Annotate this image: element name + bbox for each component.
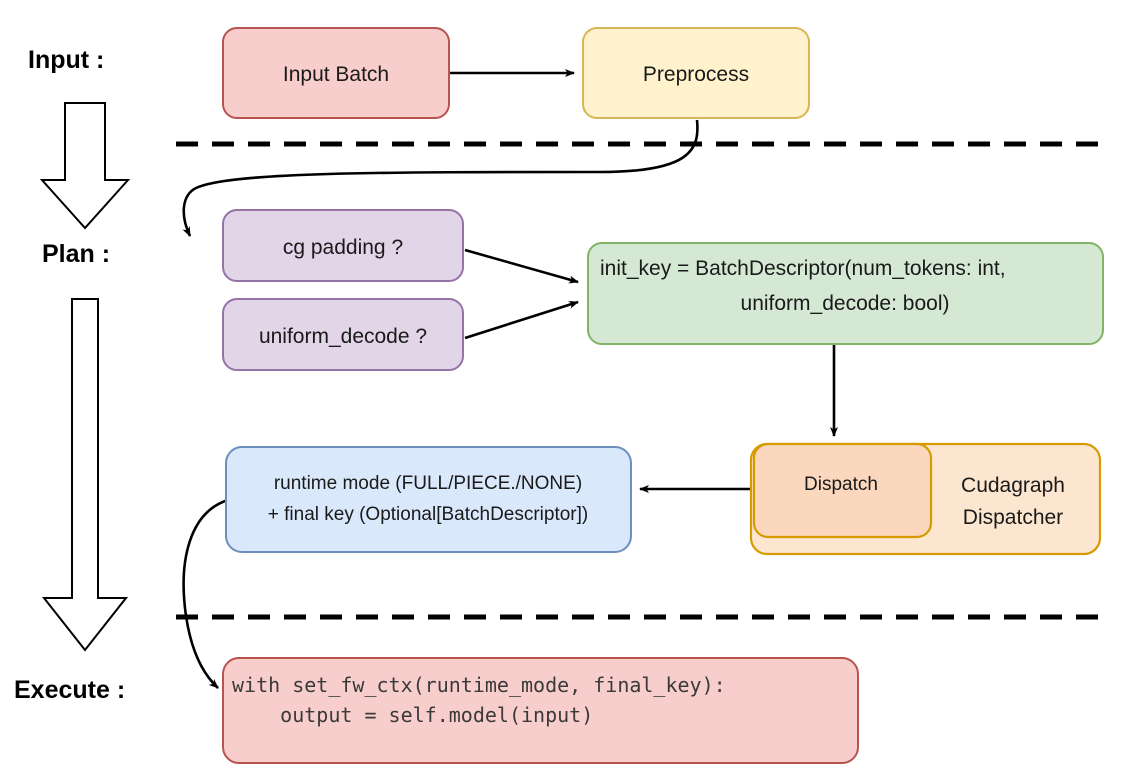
node-runtime-mode[interactable]: runtime mode (FULL/PIECE./NONE) + final …: [225, 446, 632, 553]
stage-arrow-input-to-plan: [39, 102, 131, 230]
node-init-key-shape: [587, 242, 1104, 345]
node-execute-code-line1: with set_fw_ctx(runtime_mode, final_key)…: [232, 673, 726, 697]
node-execute-code-shape: [222, 657, 859, 764]
edge-preprocess-to-plan: [182, 119, 699, 237]
node-cg-padding-shape: [222, 209, 464, 282]
stage-label-input: Input :: [28, 46, 104, 74]
node-uniform-decode-label: uniform_decode ?: [259, 325, 427, 348]
node-execute-code-line2: output = self.model(input): [232, 703, 593, 727]
node-preprocess[interactable]: Preprocess: [582, 27, 810, 119]
node-runtime-mode-line1: runtime mode (FULL/PIECE./NONE): [274, 473, 582, 494]
node-init-key-line1: init_key = BatchDescriptor(num_tokens: i…: [600, 257, 1006, 280]
node-preprocess-label: Preprocess: [643, 63, 749, 86]
stage-label-plan: Plan :: [42, 240, 110, 268]
node-init-key-line2: uniform_decode: bool): [741, 292, 950, 315]
node-runtime-mode-line2: + final key (Optional[BatchDescriptor]): [268, 504, 589, 525]
node-execute-code[interactable]: with set_fw_ctx(runtime_mode, final_key)…: [222, 657, 859, 764]
stage-label-execute: Execute :: [14, 676, 125, 704]
node-preprocess-shape: [582, 27, 810, 119]
node-cg-padding-label: cg padding ?: [283, 236, 403, 259]
edge-runtime-mode-to-execute: [182, 498, 229, 689]
node-input-batch-shape: [222, 27, 450, 119]
node-cudagraph-dispatcher-line2: Dispatcher: [963, 506, 1063, 529]
node-uniform-decode-shape: [222, 298, 464, 371]
stage-arrow-plan-to-execute: [41, 298, 129, 652]
node-input-batch-label: Input Batch: [283, 63, 389, 86]
node-cg-padding[interactable]: cg padding ?: [222, 209, 464, 282]
node-dispatch-label: Dispatch: [804, 474, 878, 495]
node-uniform-decode[interactable]: uniform_decode ?: [222, 298, 464, 371]
node-init-key[interactable]: init_key = BatchDescriptor(num_tokens: i…: [587, 242, 1104, 345]
node-dispatch-shape: [752, 442, 933, 539]
node-dispatch[interactable]: Dispatch: [752, 442, 933, 539]
edge-cg-padding-to-init-key: [464, 248, 579, 284]
node-cudagraph-dispatcher-line1: Cudagraph: [961, 474, 1065, 497]
edge-uniform-decode-to-init-key: [464, 300, 579, 340]
node-input-batch[interactable]: Input Batch: [222, 27, 450, 119]
node-runtime-mode-shape: [225, 446, 632, 553]
